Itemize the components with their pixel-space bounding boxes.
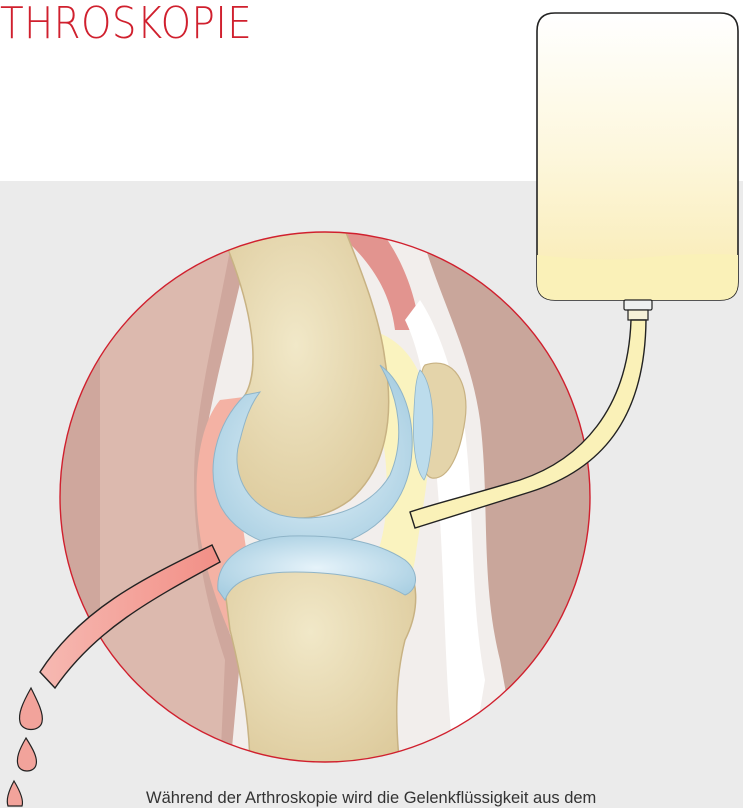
fluid-drops — [7, 688, 42, 806]
caption-text: Während der Arthroskopie wird die Gelenk… — [146, 789, 596, 808]
irrigation-bag — [537, 13, 738, 320]
knee-cross-section — [50, 230, 610, 770]
